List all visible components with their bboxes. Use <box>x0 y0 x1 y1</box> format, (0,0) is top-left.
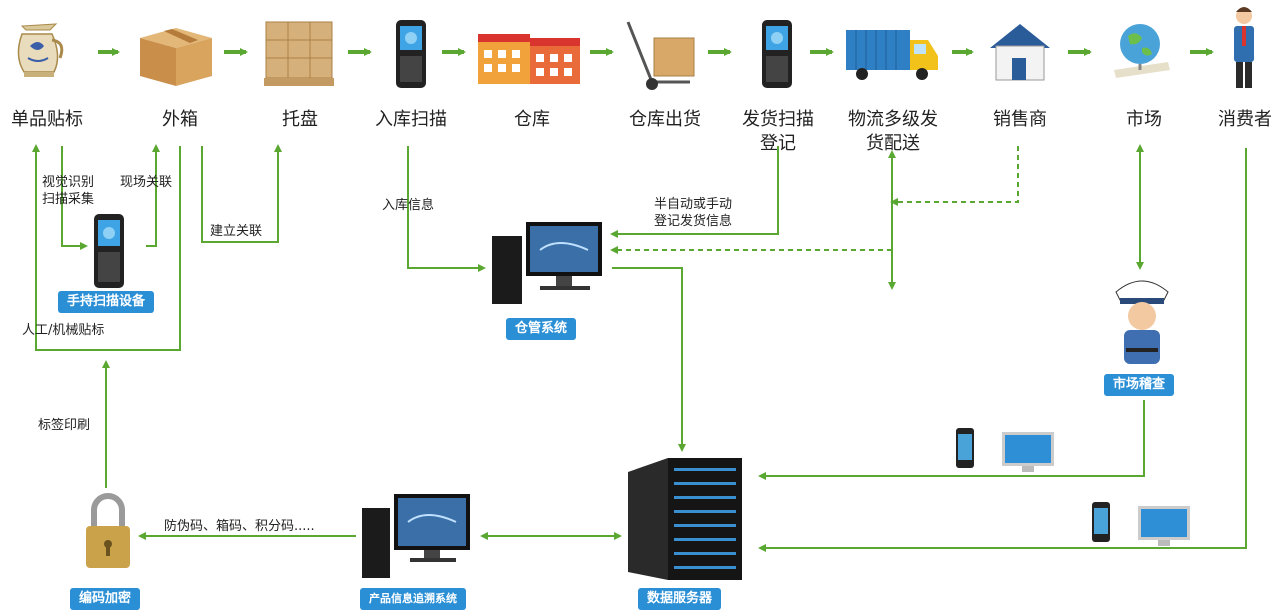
truck-icon <box>846 30 938 80</box>
chain-label-inbound-scan: 入库扫描 <box>375 109 447 130</box>
box-icon <box>140 28 212 86</box>
badge-data-server: 数据服务器 <box>638 588 722 610</box>
desktop-computer-icon <box>362 494 470 578</box>
pallet-icon <box>264 21 334 86</box>
chain-label-pallet: 托盘 <box>282 109 318 130</box>
badge-wms: 仓管系统 <box>506 318 577 340</box>
note-build-link: 建立关联 <box>210 224 263 239</box>
consumer-person-icon <box>1234 7 1254 88</box>
handheld-scanner-icon <box>396 20 426 88</box>
note-codes: 防伪码、箱码、积分码..... <box>164 519 315 534</box>
badge-market-inspection: 市场稽查 <box>1104 374 1175 396</box>
note-inbound-info: 入库信息 <box>382 198 435 213</box>
note-site-link: 现场关联 <box>120 175 173 190</box>
note-label-print: 标签印刷 <box>38 418 91 433</box>
chain-label-single-label: 单品贴标 <box>11 109 83 130</box>
chain-label-market: 市场 <box>1126 109 1162 130</box>
chain-label-logistics: 物流多级发 货配送 <box>848 109 938 154</box>
handheld-scanner-icon <box>762 20 792 88</box>
desktop-computer-icon <box>492 222 602 304</box>
padlock-icon <box>86 493 130 568</box>
badge-trace-system: 产品信息追溯系统 <box>360 588 466 610</box>
pitcher-icon <box>17 23 64 77</box>
chain-label-warehouse: 仓库 <box>514 109 550 130</box>
chain-label-dealer: 销售商 <box>993 109 1047 130</box>
chain-label-ship-scan: 发货扫描 登记 <box>742 109 814 154</box>
globe-icon <box>1114 24 1170 78</box>
note-manual-label: 人工/机械贴标 <box>22 323 105 338</box>
house-icon <box>990 24 1050 81</box>
server-rack-icon <box>628 458 742 580</box>
inspector-officer-icon <box>1115 280 1169 364</box>
chain-label-consumer: 消费者 <box>1218 109 1272 130</box>
badge-encrypt: 编码加密 <box>70 588 141 610</box>
chain-label-outer-box: 外箱 <box>162 109 198 130</box>
phone-monitor-icons <box>956 428 1190 546</box>
note-ship-info: 半自动或手动 登记发货信息 <box>654 197 733 229</box>
handheld-scanner-icon <box>94 214 124 288</box>
hand-truck-icon <box>626 21 695 90</box>
badge-handheld-device: 手持扫描设备 <box>58 291 155 313</box>
note-visual-scan: 视觉识别 扫描采集 <box>42 175 95 207</box>
dashed-connectors <box>610 146 1019 254</box>
chain-label-warehouse-out: 仓库出货 <box>629 109 701 130</box>
warehouse-icon <box>478 34 580 84</box>
